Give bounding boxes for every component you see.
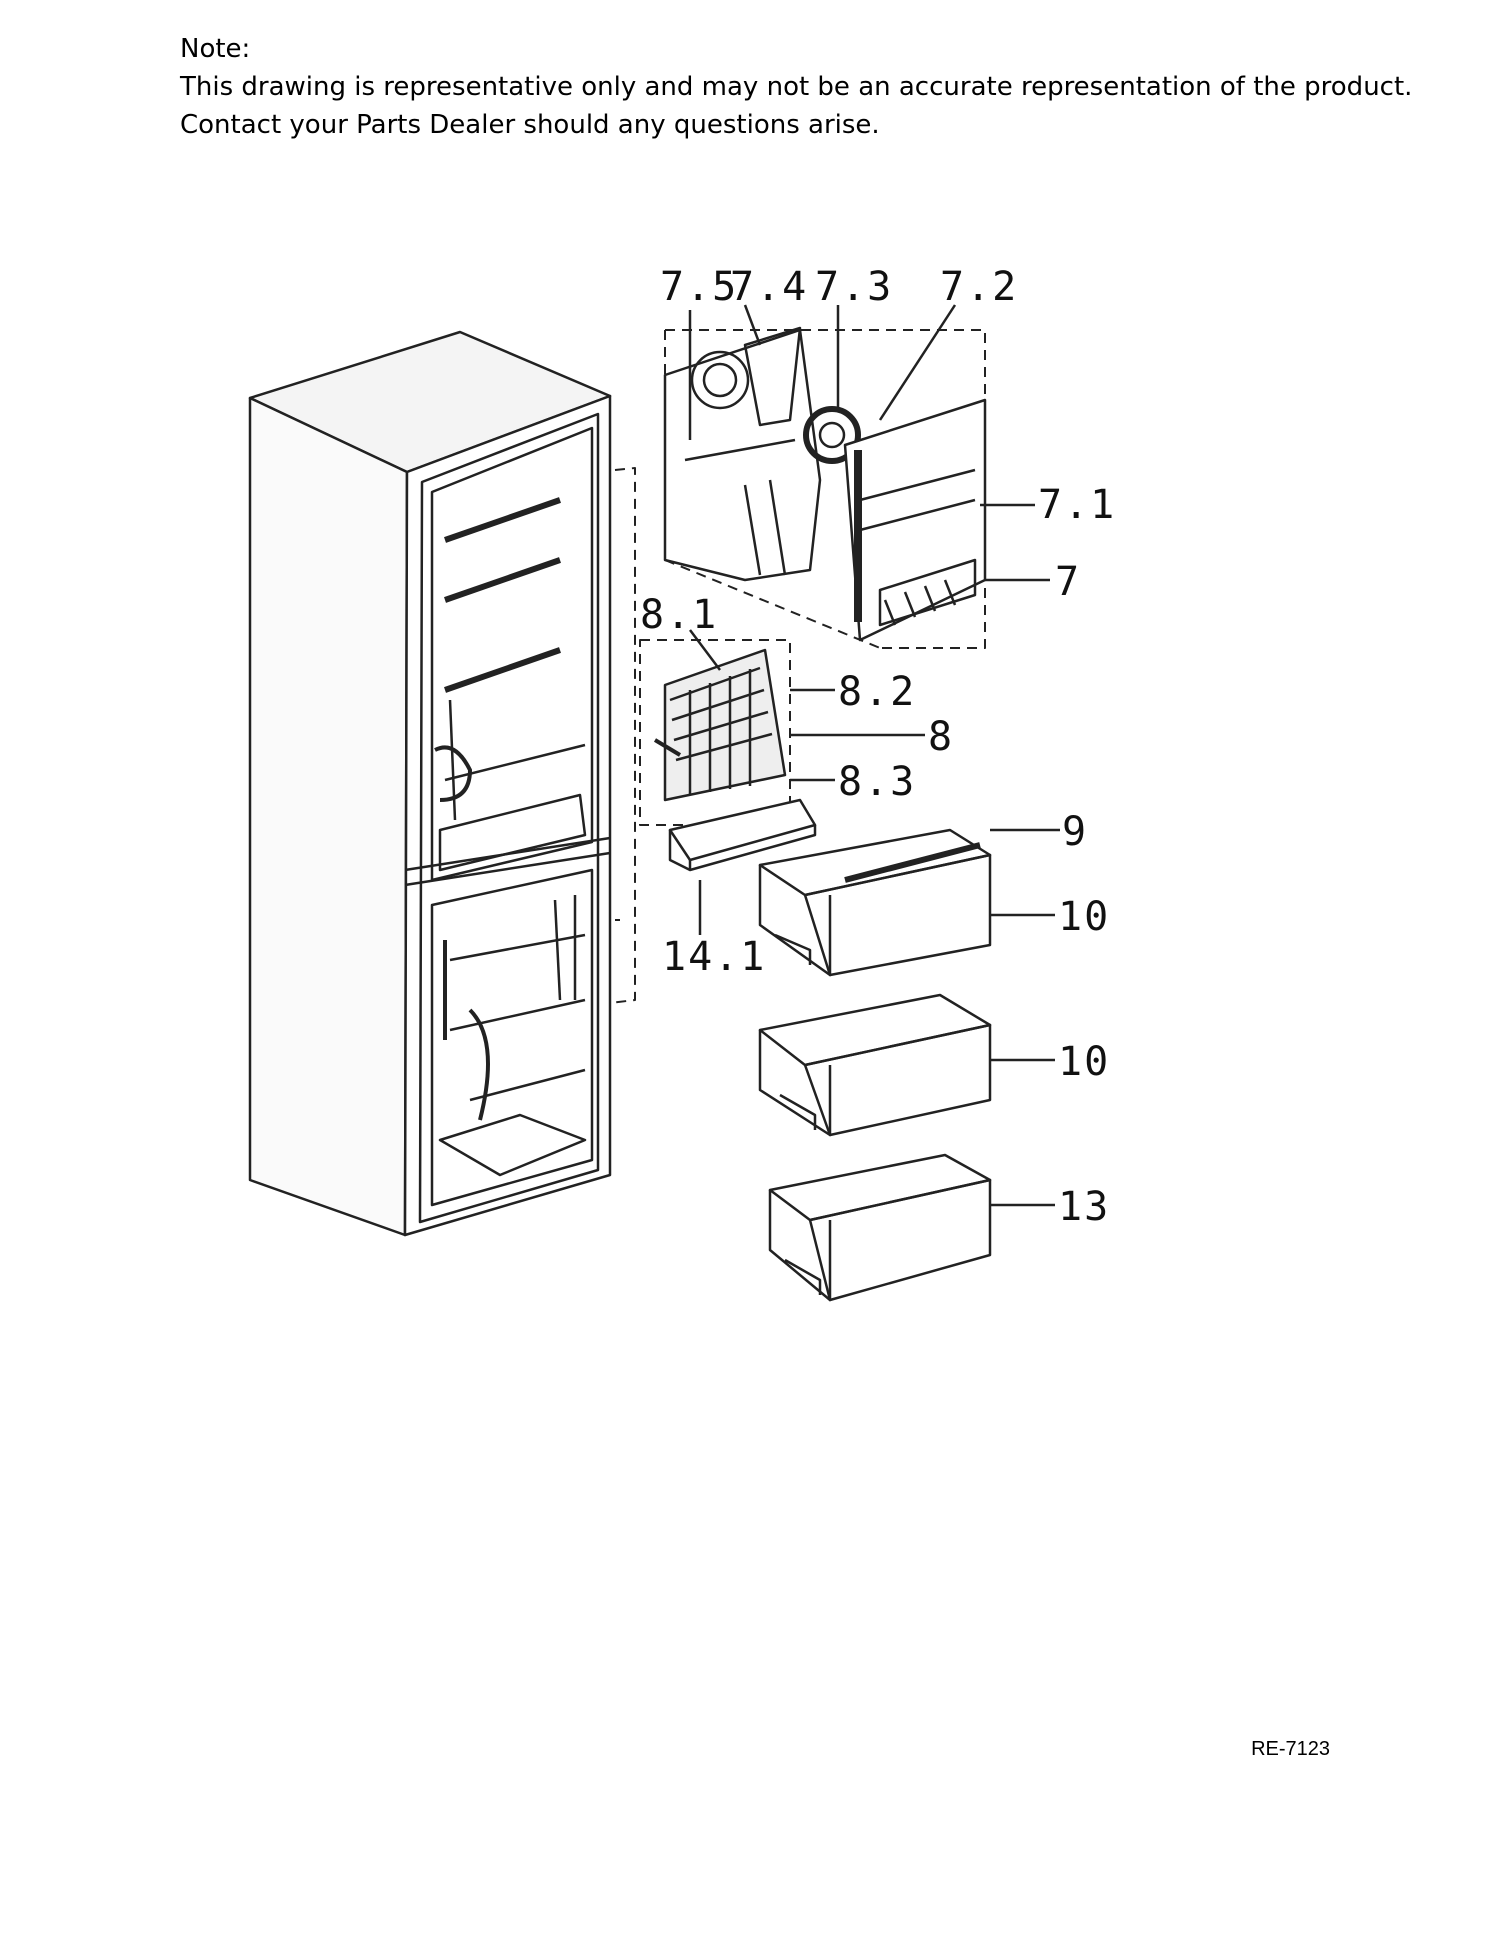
disclaimer-note: Note: This drawing is representative onl… (180, 30, 1413, 144)
note-line-1: This drawing is representative only and … (180, 72, 1413, 102)
callout-10-middle: 10 (1058, 1039, 1110, 1085)
callout-10-upper: 10 (1058, 894, 1110, 940)
callout-14-1: 14.1 (662, 934, 766, 980)
note-line-2: Contact your Parts Dealer should any que… (180, 110, 880, 140)
callout-7-4: 7.4 (730, 264, 808, 310)
callout-8-3: 8.3 (838, 759, 916, 805)
callout-8-1: 8.1 (640, 592, 718, 638)
cover-part (668, 798, 817, 900)
drawer-bottom (768, 1153, 992, 1302)
callout-7-2: 7.2 (940, 264, 1018, 310)
callout-8: 8 (928, 714, 954, 760)
drawer-upper (758, 828, 992, 977)
evaporator-assembly (653, 648, 787, 802)
note-heading: Note: (180, 34, 251, 64)
callout-7-1: 7.1 (1038, 482, 1116, 528)
callout-13: 13 (1058, 1184, 1110, 1230)
callout-7-3: 7.3 (815, 264, 893, 310)
callout-7: 7 (1055, 559, 1081, 605)
callout-9: 9 (1062, 809, 1088, 855)
callout-8-2: 8.2 (838, 669, 916, 715)
callout-leader-lines (688, 304, 1060, 1207)
diagram-reference-code: RE-7123 (1251, 1738, 1330, 1760)
callout-7-5: 7.5 (660, 264, 738, 310)
fan-cover-assembly (663, 326, 987, 642)
refrigerator-cabinet (248, 330, 612, 1237)
drawer-middle (758, 993, 992, 1137)
